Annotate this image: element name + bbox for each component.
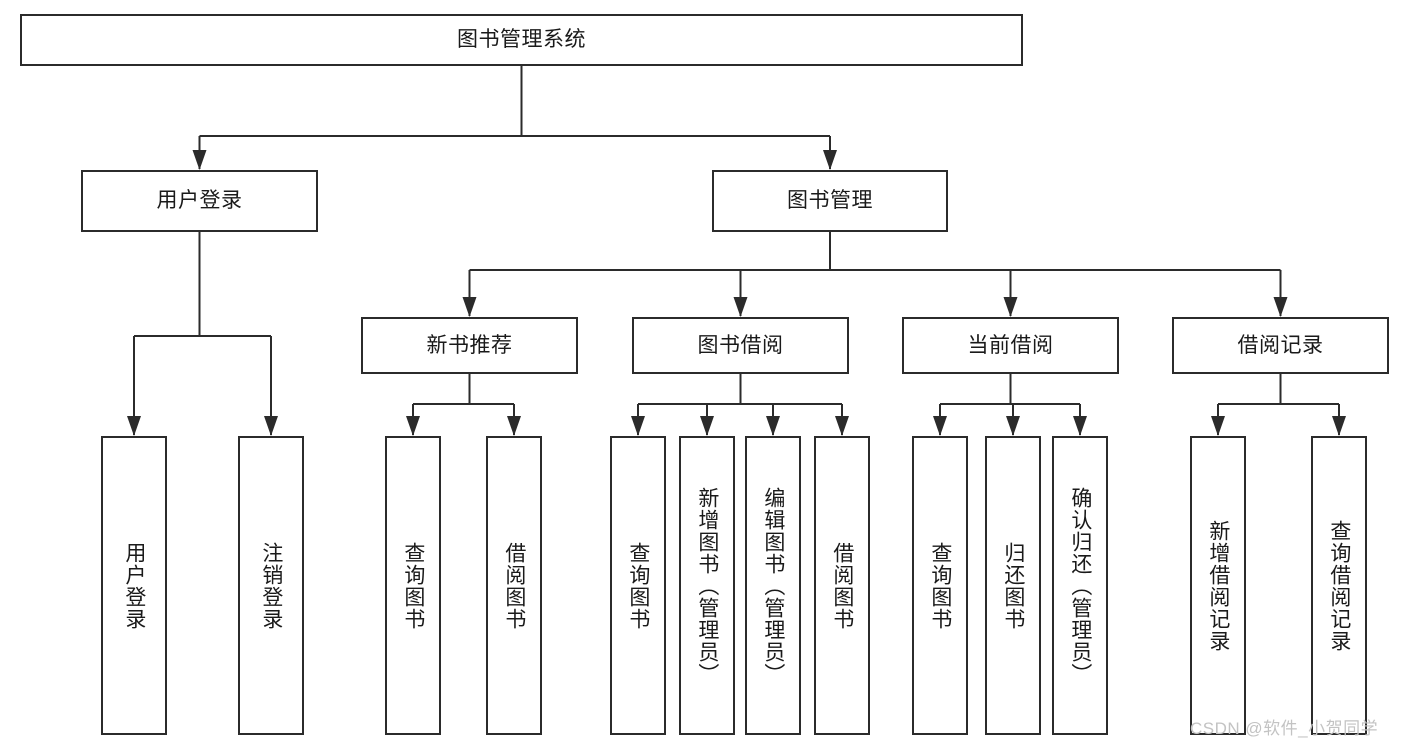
node-leaf-query-book-2[interactable]: 查询图书 (610, 436, 666, 735)
node-label-borrow: 图书借阅 (697, 333, 784, 357)
edge-arrowhead (1273, 297, 1288, 317)
edge-arrowhead (823, 150, 837, 170)
node-leaf-edit-book[interactable]: 编辑图书（管理员） (745, 436, 801, 735)
node-leaf-user-logout[interactable]: 注销登录 (238, 436, 304, 735)
edge-arrowhead (1073, 416, 1087, 436)
node-label-newbook: 新书推荐 (426, 333, 513, 357)
edge-arrowhead (406, 416, 420, 436)
node-label-leaf-confirm-return: 确认归还（管理员） (1068, 486, 1092, 685)
node-leaf-user-login[interactable]: 用户登录 (101, 436, 167, 735)
node-label-records: 借阅记录 (1237, 333, 1324, 357)
node-login[interactable]: 用户登录 (81, 170, 318, 232)
node-label-leaf-query-record: 查询借阅记录 (1327, 519, 1351, 652)
node-leaf-add-book[interactable]: 新增图书（管理员） (679, 436, 735, 735)
edge-arrowhead (766, 416, 780, 436)
node-newbook[interactable]: 新书推荐 (361, 317, 578, 374)
csdn-watermark: CSDN @软件_小贺同学 (1190, 719, 1379, 738)
node-leaf-query-book-1[interactable]: 查询图书 (385, 436, 441, 735)
node-label-leaf-borrow-book-2: 借阅图书 (830, 541, 854, 630)
edge-arrowhead (835, 416, 849, 436)
node-leaf-return-book[interactable]: 归还图书 (985, 436, 1041, 735)
node-leaf-borrow-book-2[interactable]: 借阅图书 (814, 436, 870, 735)
edge-arrowhead (264, 416, 278, 436)
node-label-login: 用户登录 (156, 189, 243, 213)
node-label-leaf-user-logout: 注销登录 (259, 541, 283, 630)
edge-arrowhead (507, 416, 521, 436)
node-leaf-confirm-return[interactable]: 确认归还（管理员） (1052, 436, 1108, 735)
edge-arrowhead (733, 297, 748, 317)
node-label-leaf-add-record: 新增借阅记录 (1206, 519, 1230, 652)
node-label-current: 当前借阅 (967, 333, 1054, 357)
node-leaf-query-book-3[interactable]: 查询图书 (912, 436, 968, 735)
edge-arrowhead (700, 416, 714, 436)
node-label-leaf-user-login: 用户登录 (122, 541, 146, 630)
node-label-leaf-borrow-book-1: 借阅图书 (502, 541, 526, 630)
node-current[interactable]: 当前借阅 (902, 317, 1119, 374)
node-leaf-add-record[interactable]: 新增借阅记录 (1190, 436, 1246, 735)
node-label-leaf-edit-book: 编辑图书（管理员） (761, 486, 785, 685)
edge-arrowhead (631, 416, 645, 436)
node-label-bookmgmt: 图书管理 (787, 189, 873, 213)
node-label-leaf-query-book-3: 查询图书 (928, 541, 952, 630)
edge-arrowhead (462, 297, 477, 317)
node-label-leaf-query-book-1: 查询图书 (401, 541, 425, 630)
edge-arrowhead (127, 416, 141, 436)
node-leaf-query-record[interactable]: 查询借阅记录 (1311, 436, 1367, 735)
node-borrow[interactable]: 图书借阅 (632, 317, 849, 374)
node-label-leaf-add-book: 新增图书（管理员） (695, 486, 719, 685)
edge-arrowhead (933, 416, 947, 436)
node-label-root: 图书管理系统 (457, 28, 586, 52)
node-bookmgmt[interactable]: 图书管理 (712, 170, 948, 232)
edge-arrowhead (192, 150, 207, 170)
node-root[interactable]: 图书管理系统 (20, 14, 1023, 66)
edge-arrowhead (1003, 297, 1018, 317)
node-leaf-borrow-book-1[interactable]: 借阅图书 (486, 436, 542, 735)
node-records[interactable]: 借阅记录 (1172, 317, 1389, 374)
edge-arrowhead (1211, 416, 1225, 436)
edge-arrowhead (1006, 416, 1020, 436)
node-label-leaf-return-book: 归还图书 (1001, 541, 1025, 630)
node-label-leaf-query-book-2: 查询图书 (626, 541, 650, 630)
edge-arrowhead (1332, 416, 1346, 436)
